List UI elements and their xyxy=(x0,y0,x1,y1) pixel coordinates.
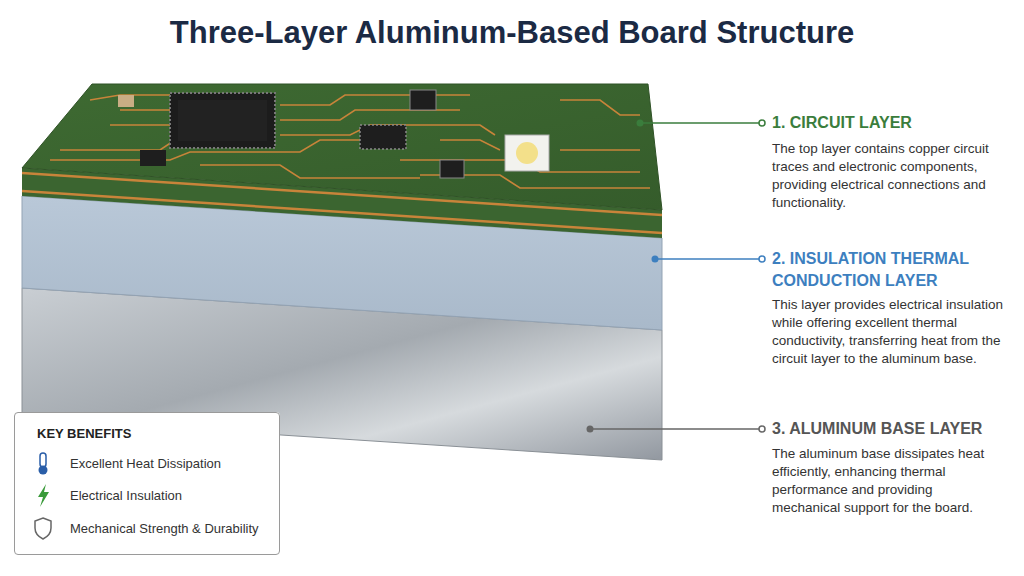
benefit-item: Electrical Insulation xyxy=(70,488,182,504)
benefit-item: Mechanical Strength & Durability xyxy=(70,521,259,537)
circuit-layer-top xyxy=(22,84,662,210)
callout-body: The top layer contains copper circuit tr… xyxy=(772,140,1012,212)
legend-heading: KEY BENEFITS xyxy=(37,426,131,442)
callout-body: This layer provides electrical insulatio… xyxy=(772,296,1016,368)
diagram-title: Three-Layer Aluminum-Based Board Structu… xyxy=(0,14,1024,52)
callout-heading: 2. INSULATION THERMAL CONDUCTION LAYER xyxy=(772,248,1000,292)
leader-line xyxy=(587,426,766,433)
callout-heading: 1. CIRCUIT LAYER xyxy=(772,113,1016,133)
benefits-box: KEY BENEFITS Excellent Heat DissipationEl… xyxy=(14,412,280,555)
shield-icon xyxy=(35,518,51,539)
components xyxy=(118,90,549,178)
leader-line xyxy=(652,256,766,263)
lightning-icon xyxy=(38,484,49,507)
legend-background xyxy=(14,412,280,555)
benefit-item: Excellent Heat Dissipation xyxy=(70,456,221,472)
copper-traces xyxy=(50,95,650,188)
thermometer-icon xyxy=(39,453,48,475)
callout-heading: 3. ALUMINUM BASE LAYER xyxy=(772,419,1016,439)
leader-line xyxy=(637,120,766,127)
callout-body: The aluminum base dissipates heat effici… xyxy=(772,445,1004,517)
